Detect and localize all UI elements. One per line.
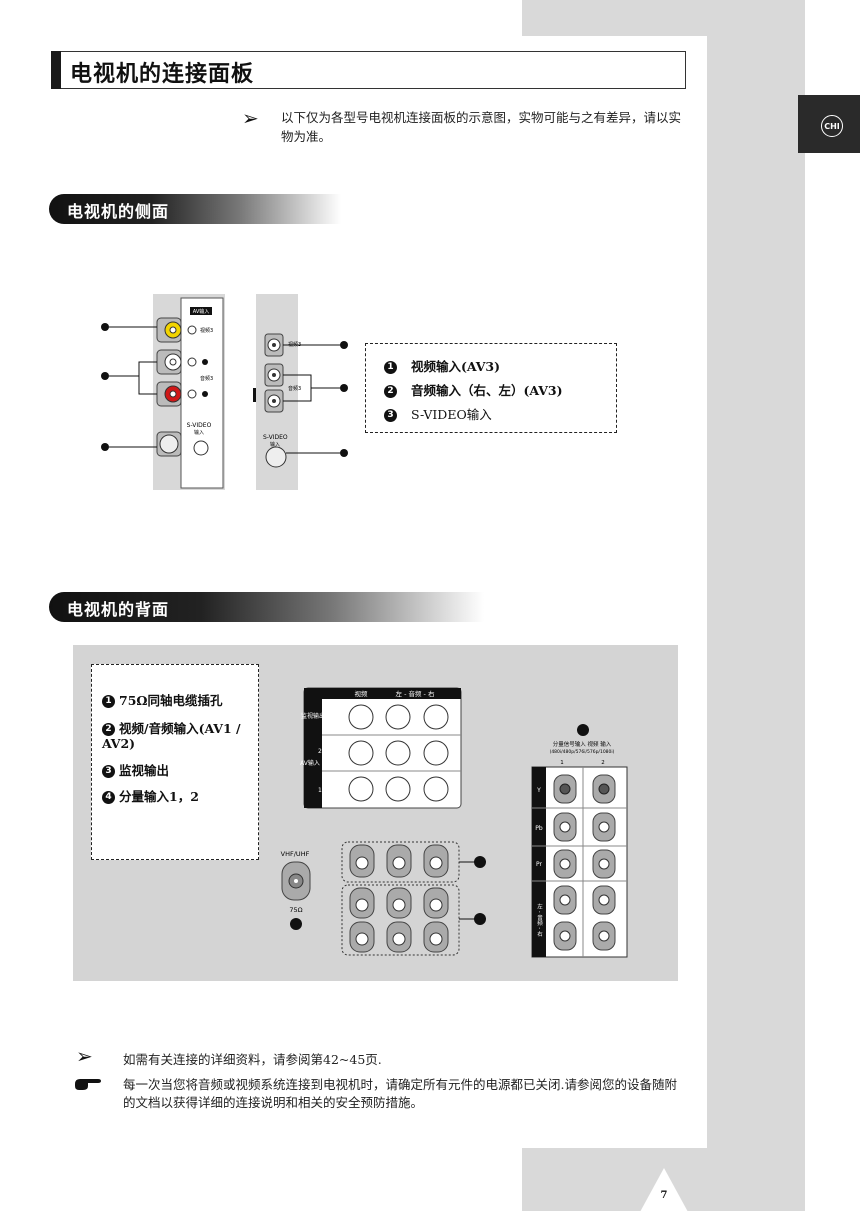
grid-row1-label: 1 xyxy=(318,787,322,794)
callout-2-icon xyxy=(474,913,486,925)
grid-video-label: 视频 xyxy=(355,689,369,698)
rear-section-header: 电视机的背面 xyxy=(49,592,484,622)
side-panel-label-strip xyxy=(180,297,224,489)
profile-callout-3-icon xyxy=(340,449,348,457)
profile-audio-jack-right[interactable] xyxy=(264,363,284,387)
profile-svideo-input-label: 输入 xyxy=(270,441,280,448)
grid-row2-label: 2 xyxy=(318,748,322,755)
page-number-triangle xyxy=(640,1168,688,1212)
av-grid-panel xyxy=(303,687,462,809)
grid-audio-label: 左 - 音频 - 右 xyxy=(396,689,435,698)
callout-3-icon xyxy=(474,856,486,868)
audio-jack-right[interactable] xyxy=(156,349,182,375)
av-input-tag-text: AV输入 xyxy=(193,308,210,315)
profile-svideo-jack[interactable] xyxy=(265,446,287,468)
number-bullet-icon: 1 xyxy=(384,361,397,374)
reference-note: 如需有关连接的详细资料，请参阅第42~45页. xyxy=(123,1052,382,1067)
callout-2-icon xyxy=(101,372,109,380)
component-formats: (480i/480p/576i/576p/1080i) xyxy=(550,749,615,755)
profile-callout-1-icon xyxy=(340,341,348,349)
language-badge: CHI xyxy=(821,115,843,137)
side-section-header: 电视机的侧面 xyxy=(49,194,341,224)
callout-1-icon xyxy=(290,918,302,930)
number-bullet-icon: 2 xyxy=(102,723,115,736)
audio3-label: 音频3 xyxy=(200,375,213,382)
rear-section-title: 电视机的背面 xyxy=(67,600,170,619)
av-input-group xyxy=(341,884,460,956)
video3-label: 视频3 xyxy=(200,327,213,334)
side-section-title: 电视机的侧面 xyxy=(67,202,170,221)
component-row-y: Y xyxy=(536,787,541,794)
antenna-label: VHF/UHF xyxy=(281,850,310,858)
number-bullet-icon: 2 xyxy=(384,385,397,398)
svideo-input-label: 输入 xyxy=(194,429,204,436)
number-bullet-icon: 1 xyxy=(102,695,115,708)
antenna-jack[interactable] xyxy=(281,861,311,901)
grid-av-in-label: AV输入 xyxy=(300,759,320,767)
svideo-label: S-VIDEO xyxy=(187,422,212,429)
intro-note: 以下仅为各型号电视机连接面板的示意图，实物可能与之有差异，请以实物为准。 xyxy=(281,110,682,144)
callout-3-icon xyxy=(101,443,109,451)
component-row-pb: Pb xyxy=(535,825,543,832)
callout-4-icon xyxy=(577,724,589,736)
profile-svideo-label: S-VIDEO xyxy=(263,434,288,441)
profile-video-jack[interactable] xyxy=(264,333,284,357)
side-panel-diagram: AV输入 视频3 音频3 S-VIDEO 输入 视频3 音频3 S-VIDEO … xyxy=(101,294,348,490)
component-col1: 1 xyxy=(560,760,564,766)
audio-jack-left[interactable] xyxy=(156,381,182,407)
video-jack[interactable] xyxy=(156,317,182,343)
margin-column xyxy=(707,0,805,1211)
antenna-ohm-label: 75Ω xyxy=(289,906,302,914)
rear-panel-diagram: 视频 左 - 音频 - 右 监视输出 AV输入 2 1 VHF/UHF 75Ω … xyxy=(281,687,628,958)
page-number: 7 xyxy=(660,1190,668,1201)
component-row-audio: 左 - 音频 - 右 xyxy=(536,902,543,937)
reference-arrow-icon: ➢ xyxy=(76,1044,93,1068)
profile-audio-jack-left[interactable] xyxy=(264,389,284,413)
warning-note: 每一次当您将音频或视频系统连接到电视机时，请确定所有元件的电源都已关闭.请参阅您… xyxy=(123,1077,677,1110)
profile-callout-2-icon xyxy=(340,384,348,392)
profile-audio3-label: 音频3 xyxy=(288,385,301,392)
number-bullet-icon: 3 xyxy=(102,765,115,778)
page-title: 电视机的连接面板 xyxy=(70,61,255,87)
number-bullet-icon: 3 xyxy=(384,409,397,422)
pointing-hand-icon xyxy=(75,1079,101,1090)
svideo-jack[interactable] xyxy=(156,431,182,457)
component-col2: 2 xyxy=(601,760,605,766)
grid-monitor-out-label: 监视输出 xyxy=(301,712,325,720)
component-title: 分量信号输入 视频 输入 xyxy=(553,740,612,748)
number-bullet-icon: 4 xyxy=(102,791,115,804)
av-input-tag xyxy=(190,307,212,315)
component-row-pr: Pr xyxy=(536,861,543,868)
note-arrow-icon: ➢ xyxy=(242,106,259,130)
title-accent-bar xyxy=(51,51,61,89)
component-jacks[interactable] xyxy=(553,774,616,951)
callout-1-icon xyxy=(101,323,109,331)
